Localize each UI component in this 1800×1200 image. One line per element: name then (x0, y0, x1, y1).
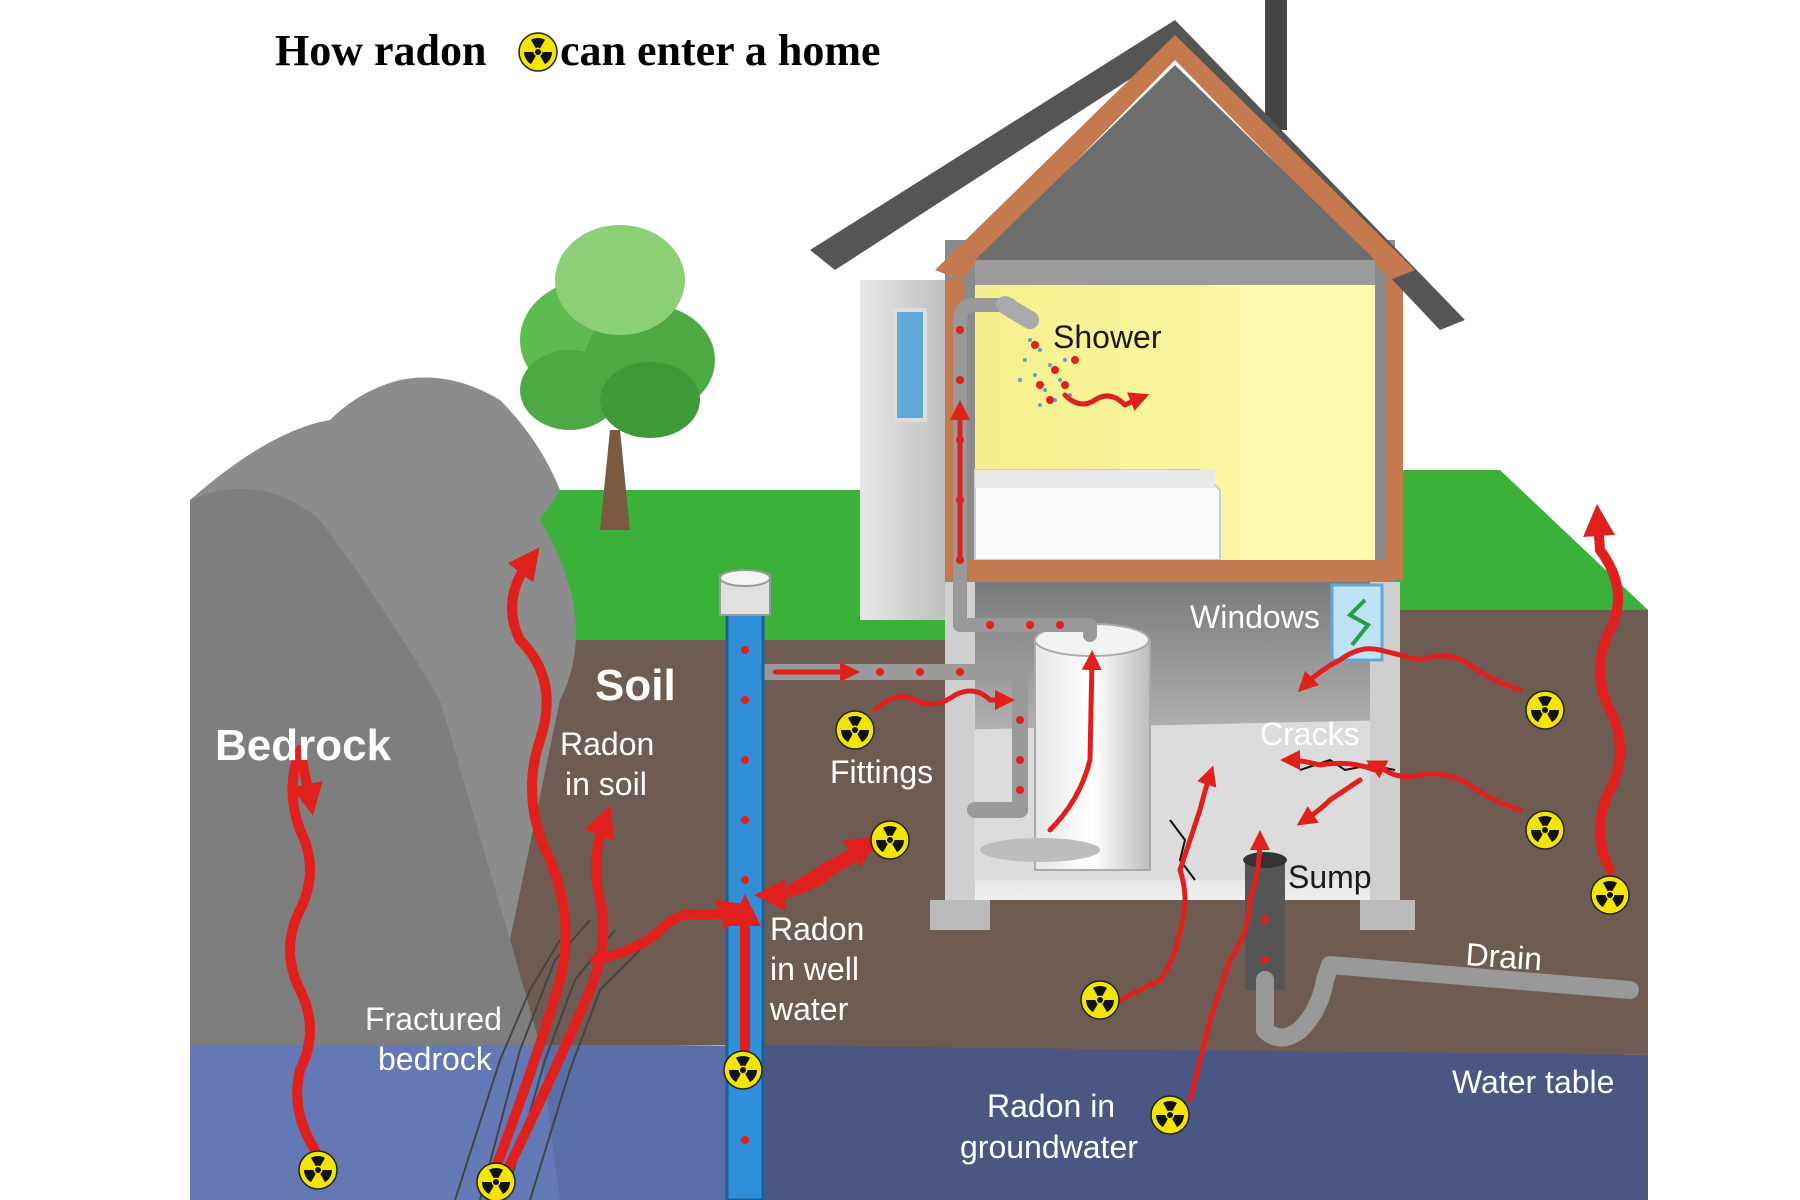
upper-floor (960, 560, 1390, 582)
shower-spray (1018, 338, 1079, 407)
arrow-crack-down (1296, 777, 1363, 826)
labels: Bedrock Soil Radon in soil Fittings Rado… (215, 319, 1614, 1165)
radiation-trefoil-icon (870, 820, 910, 860)
water-tank-base (980, 838, 1100, 862)
label-cracks: Cracks (1260, 716, 1360, 752)
label-bedrock: Bedrock (215, 721, 392, 770)
radiation-trefoil-icon (1080, 980, 1120, 1020)
arrow-floor-crack-1 (1117, 765, 1217, 1003)
label-radon-in-well-water-2: in well (770, 951, 859, 987)
sump-pit (1245, 860, 1285, 990)
window-radon-arrow (1346, 598, 1372, 647)
label-soil: Soil (595, 661, 676, 710)
label-radon-in-groundwater-2: groundwater (960, 1129, 1138, 1165)
radon-arrows (285, 392, 1625, 1175)
title-text-after: can enter a home (560, 26, 881, 75)
pipe-drain (1256, 956, 1639, 1047)
radiation-trefoil-icon (835, 710, 875, 750)
radiation-trefoil-icon (298, 1150, 338, 1190)
arrow-crack-window (1297, 646, 1523, 693)
arrow-bedrock (285, 745, 323, 1155)
arrow-crack-wall (1366, 760, 1523, 813)
label-fractured-bedrock-1: Fractured (365, 1001, 502, 1037)
well-pipe (725, 598, 765, 1200)
foundation-left (945, 582, 975, 902)
upstairs-back (1240, 285, 1375, 565)
wall-trim-right (1385, 280, 1403, 580)
arrow-soil-to-well (590, 899, 751, 965)
radiation-trefoil-icon (1525, 690, 1565, 730)
arrow-fractured-main (490, 547, 571, 1175)
grass-right (1380, 470, 1648, 610)
well-cap-top (719, 569, 771, 587)
label-water-table: Water table (1452, 1064, 1614, 1100)
attic (975, 65, 1375, 260)
label-radon-in-well-water-3: water (769, 991, 849, 1027)
arrow-tank (1047, 650, 1102, 833)
radiation-trefoil-icon (518, 32, 558, 72)
label-windows: Windows (1190, 599, 1320, 635)
bedrock-shadow (190, 488, 540, 1045)
title-text-before: How radon (275, 26, 486, 75)
arrow-crack-left (1280, 750, 1378, 773)
chimney (1265, 0, 1287, 130)
label-radon-in-soil-2: in soil (565, 766, 647, 802)
pipes (752, 296, 1639, 1047)
floor-crack (1169, 819, 1196, 881)
tree-icon (520, 225, 715, 530)
label-radon-in-well-water-1: Radon (770, 911, 864, 947)
footing-left (930, 900, 990, 930)
footing-right (1360, 900, 1415, 930)
pipe-well-to-tank (752, 664, 1028, 818)
side-window (893, 308, 927, 422)
label-shower: Shower (1053, 319, 1162, 355)
radiation-trefoil-icon (476, 1162, 516, 1200)
pipe-shower-head (996, 296, 1039, 329)
radiation-trefoil-icon (1525, 810, 1565, 850)
attic-ceiling (975, 260, 1375, 285)
label-drain: Drain (1465, 936, 1544, 977)
label-fractured-bedrock-2: bedrock (378, 1041, 493, 1077)
label-radon-in-groundwater-1: Radon in (987, 1088, 1115, 1124)
radiation-trefoil-icon (723, 1050, 763, 1090)
radiation-trefoil-icon (1590, 875, 1630, 915)
label-fittings: Fittings (830, 754, 933, 790)
label-radon-in-soil-1: Radon (560, 726, 654, 762)
arrow-shower-air (1062, 392, 1150, 411)
arrow-outside-right (1583, 504, 1625, 875)
radiation-trefoil-icon (1150, 1095, 1190, 1135)
diagram-title: How radon can enter a home (275, 26, 881, 75)
bathtub-rim (975, 470, 1215, 488)
arrow-to-fittings-head (785, 836, 879, 895)
arrow-fitting-wavy (872, 688, 1015, 713)
sump-top (1243, 852, 1287, 868)
arrow-floor-crack-2 (1187, 830, 1270, 1103)
roof-back (810, 20, 1465, 330)
well (719, 569, 771, 1200)
label-sump: Sump (1288, 859, 1372, 895)
